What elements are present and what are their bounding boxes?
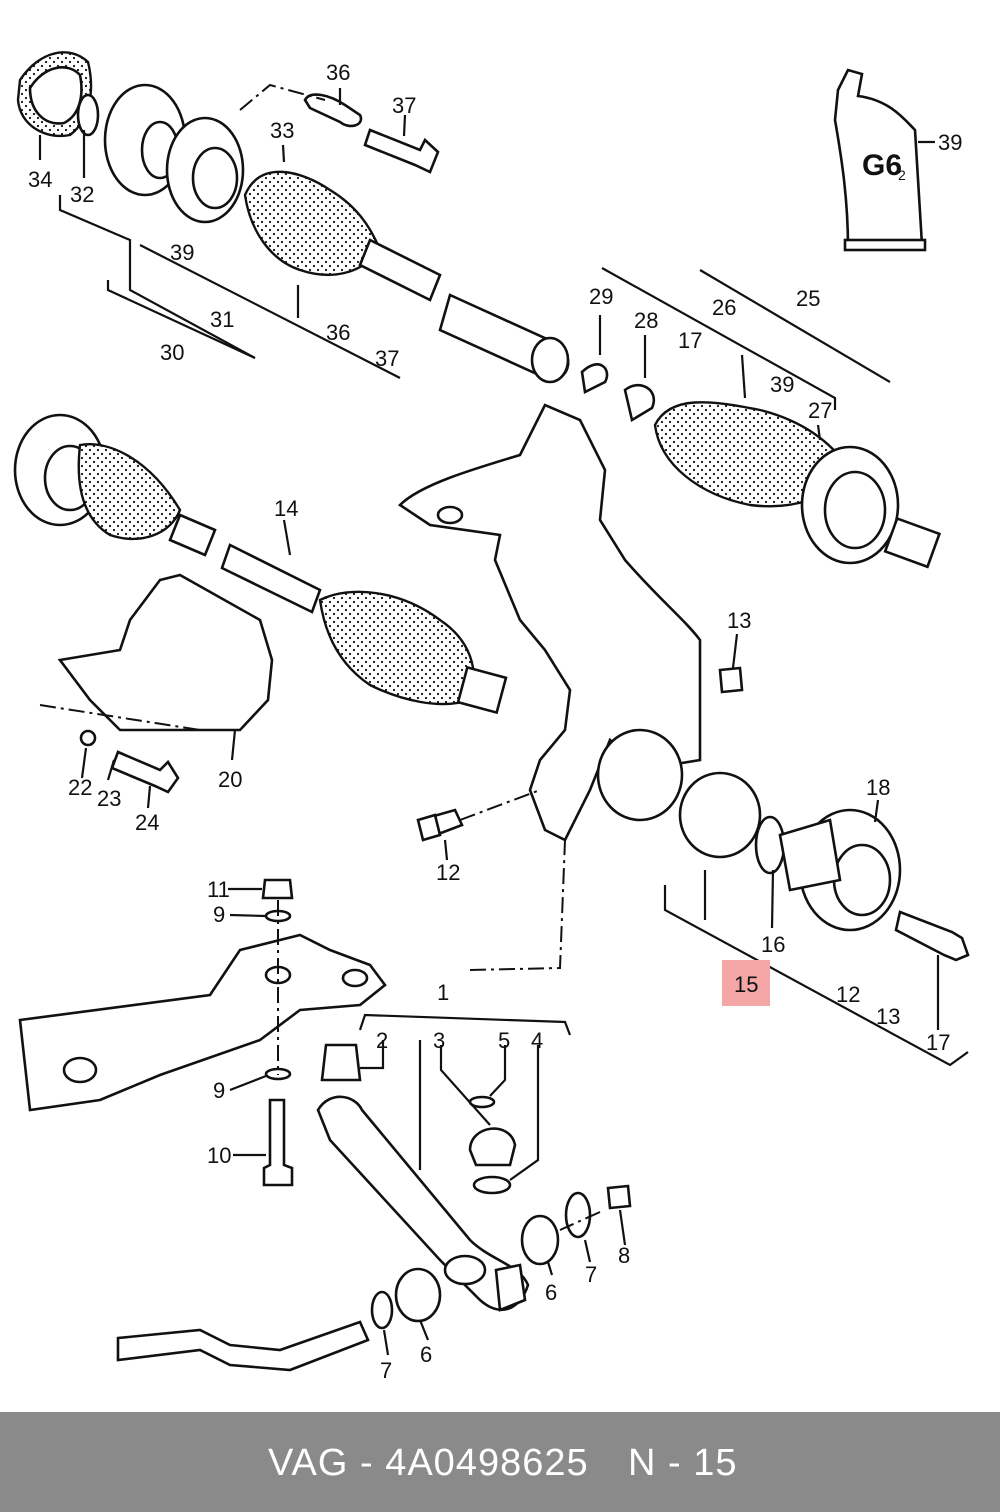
bushing-6-left <box>394 1267 442 1323</box>
stabilizer-bar <box>116 1320 370 1372</box>
bushing-6-right <box>520 1214 560 1266</box>
label-36a: 36 <box>326 60 350 85</box>
label-11: 11 <box>207 877 230 902</box>
clip-36 <box>303 93 363 128</box>
subframe <box>18 933 387 1112</box>
bolt-24 <box>110 750 180 794</box>
label-20: 20 <box>218 767 242 792</box>
label-39a: 39 <box>938 130 962 155</box>
washer-7-left <box>370 1290 394 1330</box>
label-24: 24 <box>135 810 159 835</box>
nut-13 <box>718 666 744 694</box>
wheel-hub <box>778 808 902 932</box>
label-7a: 7 <box>585 1262 597 1287</box>
dash-dot-lines <box>39 83 601 1231</box>
label-23: 23 <box>97 786 121 811</box>
label-32: 32 <box>70 182 94 207</box>
ball-joint-3 <box>468 1127 517 1167</box>
part-number: VAG - 4A0498625 <box>268 1442 589 1484</box>
label-22: 22 <box>68 775 92 800</box>
label-39b: 39 <box>170 240 194 265</box>
label-4: 4 <box>531 1028 543 1053</box>
label-9a: 9 <box>213 902 225 927</box>
label-17b: 17 <box>926 1030 950 1055</box>
label-26: 26 <box>712 295 736 320</box>
label-16: 16 <box>761 932 785 957</box>
label-7b: 7 <box>380 1358 392 1383</box>
label-9b: 9 <box>213 1078 225 1103</box>
footer-bar: VAG - 4A0498625 N - 15 <box>0 1412 1000 1512</box>
label-12b: 12 <box>836 982 860 1007</box>
leader-lines <box>38 88 969 1356</box>
label-25: 25 <box>796 286 820 311</box>
highlight-box-15 <box>722 960 770 1006</box>
label-31: 31 <box>210 307 234 332</box>
label-37b: 37 <box>375 346 399 371</box>
label-3: 3 <box>433 1028 445 1053</box>
label-6a: 6 <box>545 1280 557 1305</box>
label-34: 34 <box>28 167 52 192</box>
label-37a: 37 <box>392 93 416 118</box>
bolt-10 <box>262 1098 294 1187</box>
label-13a: 13 <box>727 608 751 633</box>
label-8: 8 <box>618 1243 630 1268</box>
heat-shield <box>57 573 274 732</box>
label-15: 15 <box>734 972 758 997</box>
cv-joint-right <box>580 363 942 569</box>
exploded-parts-diagram: G6 2 <box>13 51 970 1383</box>
washer-7-right <box>564 1191 592 1239</box>
bearing-sleeve <box>596 728 684 822</box>
bushing-2 <box>320 1043 362 1082</box>
label-6b: 6 <box>420 1342 432 1367</box>
label-29: 29 <box>589 284 613 309</box>
page-reference: N - 15 <box>628 1442 738 1484</box>
label-1: 1 <box>437 980 449 1005</box>
tube-label-sub: 2 <box>898 167 906 183</box>
drive-shaft-left <box>13 413 508 715</box>
label-36b: 36 <box>326 320 350 345</box>
drive-shaft-upper <box>16 51 570 384</box>
nut-11 <box>261 878 294 900</box>
grease-tube: G6 2 <box>833 68 927 252</box>
label-14: 14 <box>274 496 298 521</box>
tube-label: G6 <box>862 149 902 182</box>
control-arm <box>316 1095 530 1312</box>
label-10: 10 <box>207 1143 231 1168</box>
label-5: 5 <box>498 1028 510 1053</box>
label-2: 2 <box>376 1028 388 1053</box>
washer-22 <box>79 729 97 747</box>
label-27: 27 <box>808 398 832 423</box>
label-30: 30 <box>160 340 184 365</box>
label-33: 33 <box>270 118 294 143</box>
bolt-12 <box>416 813 442 842</box>
label-28: 28 <box>634 308 658 333</box>
label-13b: 13 <box>876 1004 900 1029</box>
wheel-bearing <box>678 771 762 859</box>
label-12a: 12 <box>436 860 460 885</box>
label-18: 18 <box>866 775 890 800</box>
nut-8 <box>606 1184 632 1210</box>
circlip-4 <box>472 1175 512 1195</box>
hub-bolt <box>894 910 970 962</box>
circlip <box>754 815 786 875</box>
label-17a: 17 <box>678 328 702 353</box>
label-39c: 39 <box>770 372 794 397</box>
bolt-37 <box>363 128 440 174</box>
callout-labels: 1 2 3 4 5 6 6 7 7 8 9 9 10 11 12 12 13 1… <box>28 60 962 1383</box>
